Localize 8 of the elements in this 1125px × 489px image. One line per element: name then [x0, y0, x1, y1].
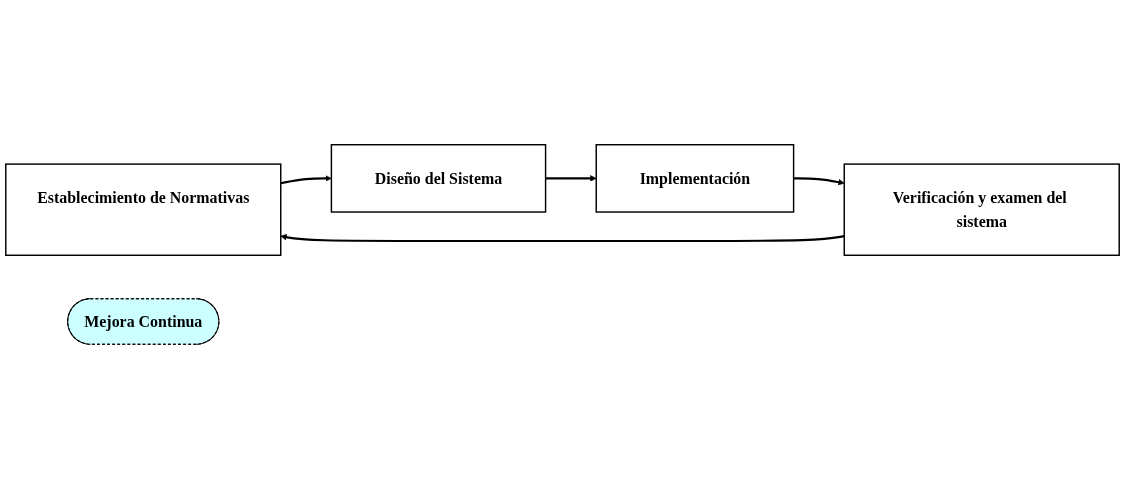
node-box: Diseño del Sistema [330, 144, 547, 213]
arrow [545, 175, 597, 182]
arrow [280, 234, 845, 243]
arrow [280, 175, 332, 185]
node-box: Establecimiento de Normativas [5, 163, 282, 256]
arrow [793, 177, 845, 186]
node-box: Implementación [595, 144, 795, 213]
node-box: Verificación y examen del sistema [843, 163, 1120, 256]
